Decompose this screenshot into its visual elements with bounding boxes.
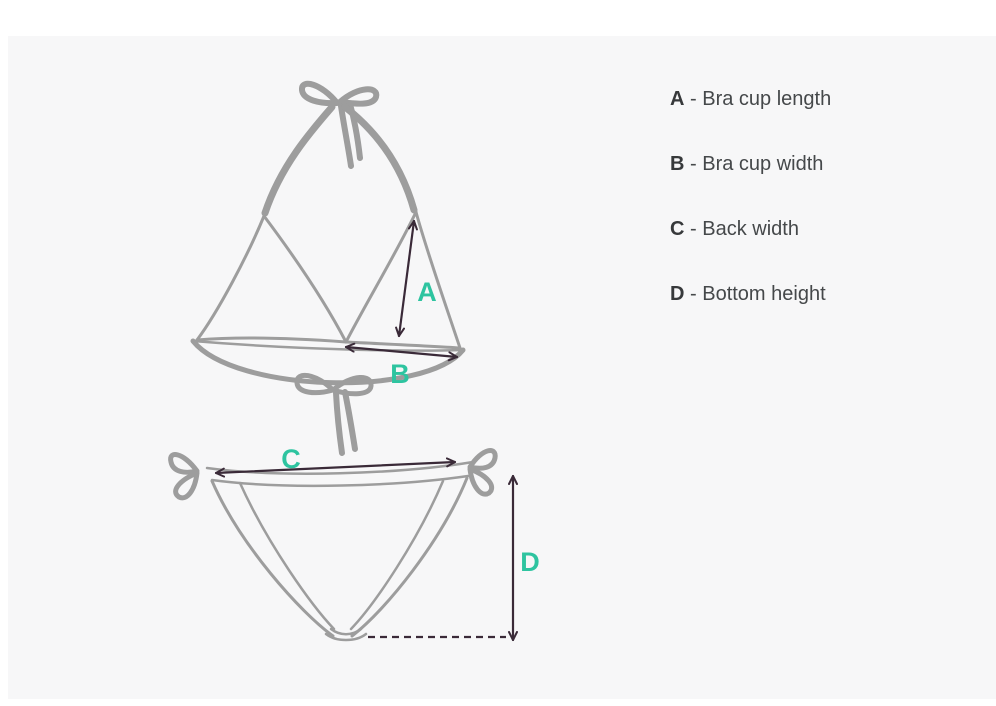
legend-item-c: C - Back width xyxy=(670,217,831,241)
right-bra-cup xyxy=(344,210,462,350)
side-bow-left-icon xyxy=(168,452,200,501)
measurement-arrow-c xyxy=(214,457,457,478)
side-bow-right-icon xyxy=(467,448,498,497)
center-bow-icon xyxy=(294,372,374,456)
measurement-legend: A - Bra cup length B - Bra cup width C -… xyxy=(670,87,831,306)
legend-label-c: - Back width xyxy=(684,218,799,240)
diagram-marker-d: D xyxy=(520,547,540,577)
diagram-marker-c: C xyxy=(281,444,301,474)
measurement-arrow-b xyxy=(344,342,459,362)
measurement-arrow-a xyxy=(395,219,418,338)
size-guide-panel: A B C D A - Bra cup length B - Bra cup w… xyxy=(8,36,996,699)
left-bra-cup xyxy=(195,214,348,344)
bikini-top-illustration xyxy=(190,80,466,456)
bottom-garment xyxy=(210,476,469,642)
measurement-arrows xyxy=(214,219,518,642)
legend-label-d: - Bottom height xyxy=(684,283,826,305)
bottom-waistband xyxy=(205,460,475,488)
legend-item-a: A - Bra cup length xyxy=(670,87,831,111)
legend-label-b: - Bra cup width xyxy=(684,153,824,175)
legend-label-a: - Bra cup length xyxy=(684,88,832,110)
measurement-marker-letters: A B C D xyxy=(281,277,540,577)
halter-straps xyxy=(261,103,418,217)
legend-item-d: D - Bottom height xyxy=(670,282,831,306)
bikini-measurement-diagram: A B C D xyxy=(168,80,540,642)
diagram-marker-a: A xyxy=(417,277,437,307)
diagram-marker-b: B xyxy=(390,359,410,389)
legend-key-c: C xyxy=(670,218,685,240)
legend-key-d: D xyxy=(670,283,685,305)
legend-key-b: B xyxy=(670,153,685,175)
legend-key-a: A xyxy=(670,88,685,110)
bikini-bottom-illustration xyxy=(168,448,498,642)
legend-item-b: B - Bra cup width xyxy=(670,152,831,176)
